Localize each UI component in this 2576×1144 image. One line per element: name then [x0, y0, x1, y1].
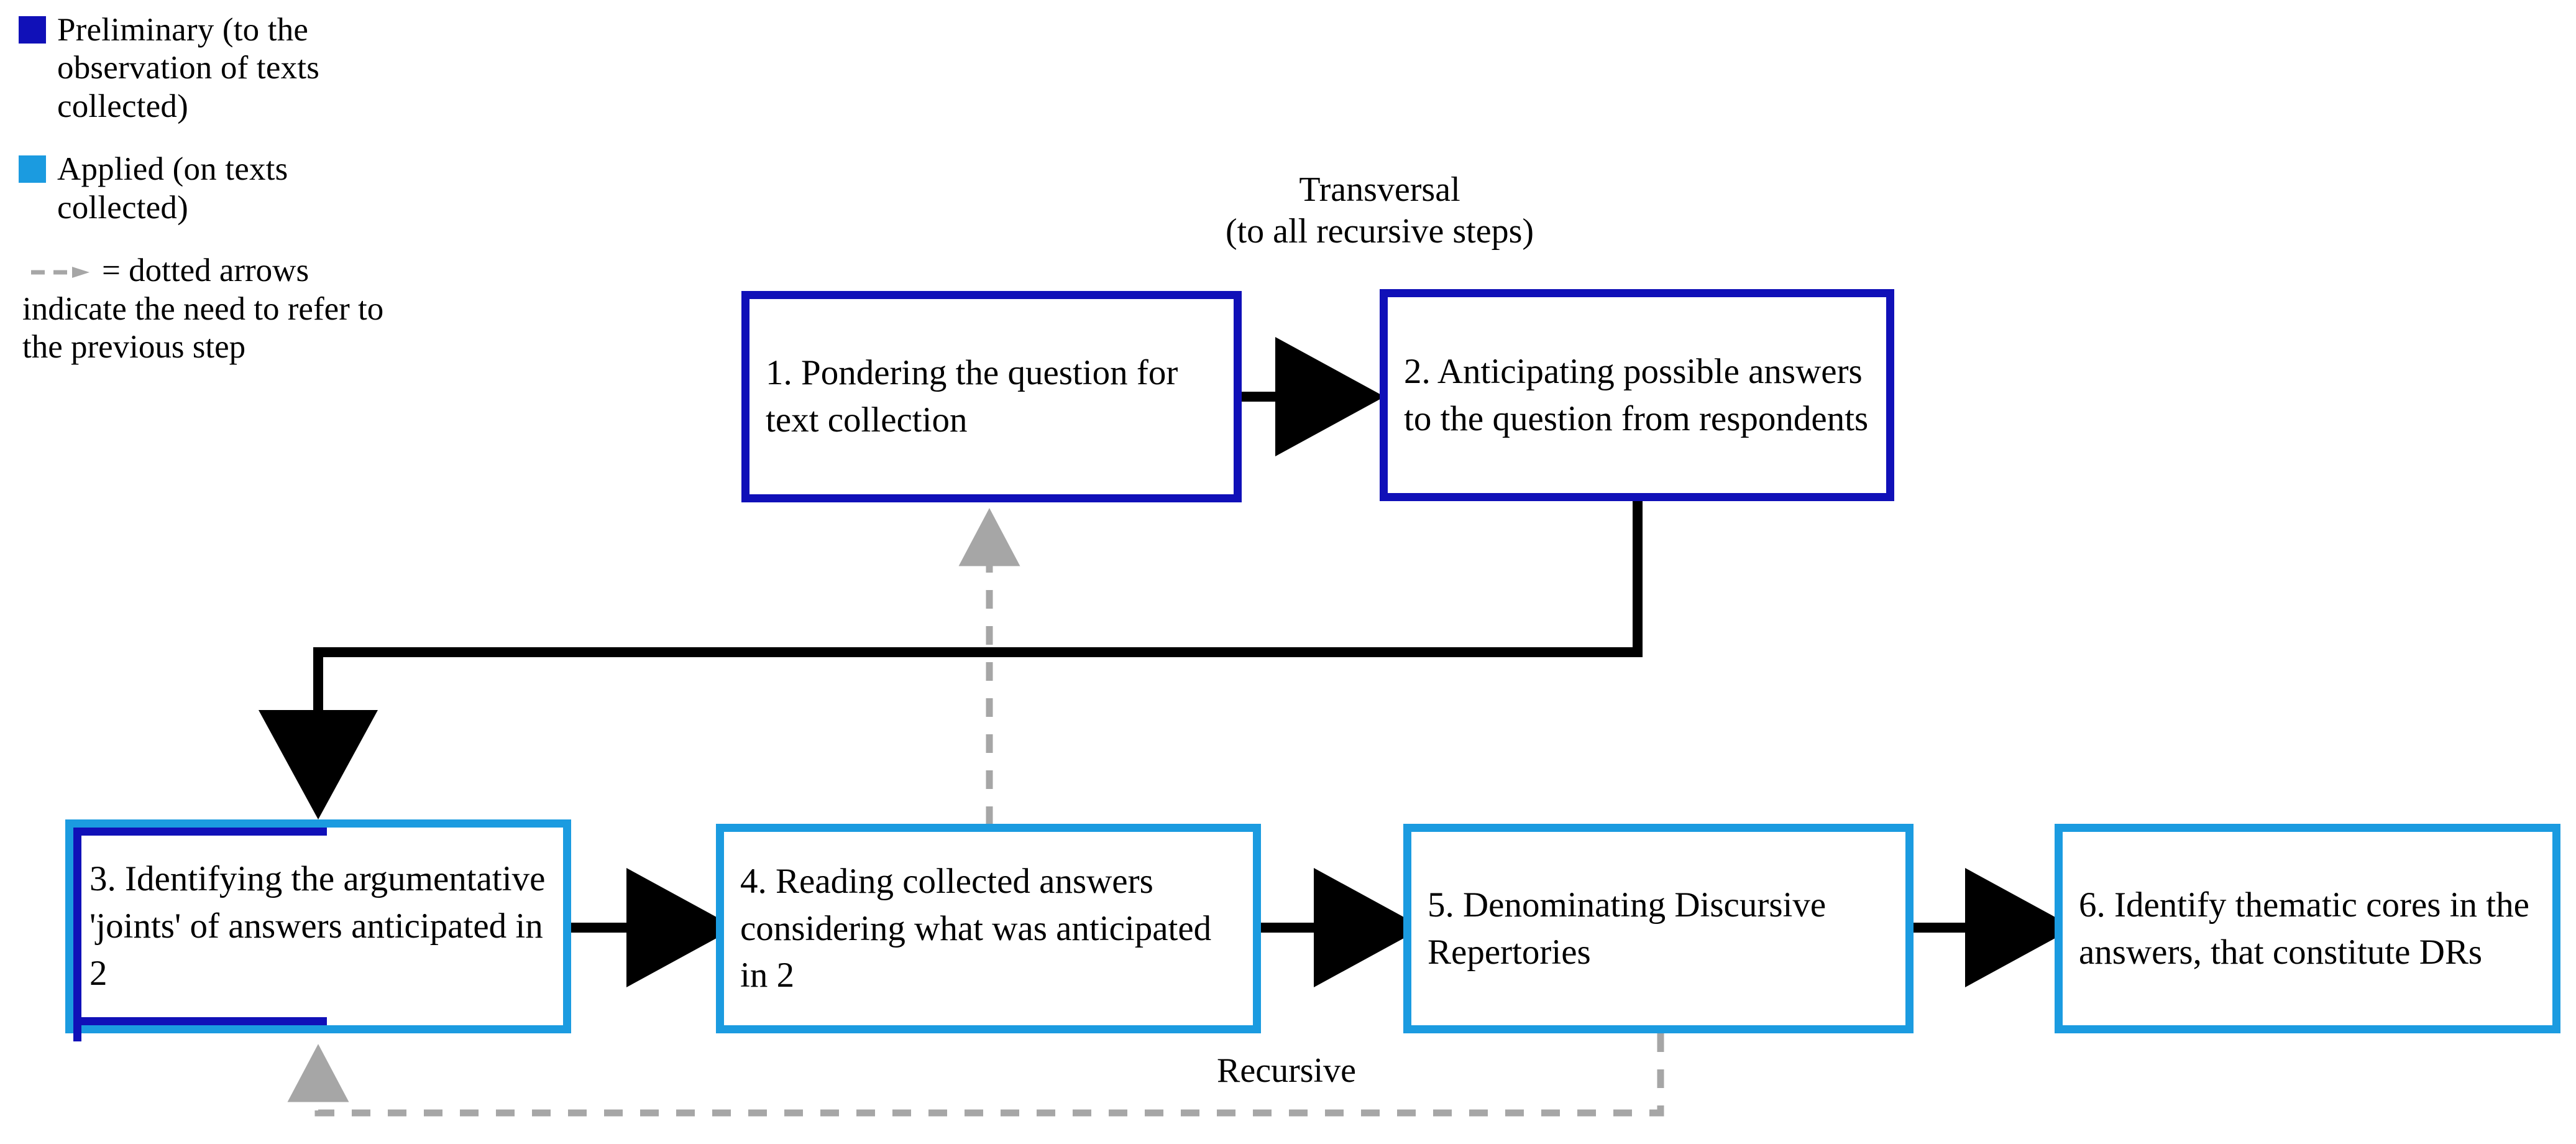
step-2-box[interactable]: 2. Anticipating possible answers to the … — [1380, 289, 1894, 501]
step-3-navy-top-border — [73, 828, 327, 836]
preliminary-swatch — [19, 16, 46, 44]
step-3-box[interactable]: 3. Identifying the argumentative 'joints… — [65, 819, 571, 1041]
step-6-box[interactable]: 6. Identify thematic cores in the answer… — [2055, 824, 2560, 1033]
edge-2-to-3 — [259, 501, 1643, 819]
legend-item-preliminary-label: Preliminary (to the observation of texts… — [57, 12, 320, 124]
step-5-label: 5. Denominating Discursive Repertories — [1428, 885, 1827, 972]
dotted-arrow-icon — [30, 265, 98, 282]
step-2-label: 2. Anticipating possible answers to the … — [1404, 351, 1869, 438]
recursive-label: Recursive — [1217, 1051, 1356, 1090]
step-3-navy-left-border — [73, 828, 81, 1041]
step-4-box[interactable]: 4. Reading collected answers considering… — [716, 824, 1261, 1033]
applied-swatch — [19, 155, 46, 183]
legend-item-preliminary: Preliminary (to the observation of texts… — [19, 11, 416, 126]
step-1-label: 1. Pondering the question for text colle… — [766, 353, 1178, 440]
legend-dotted-arrow-note: = dotted arrows indicate the need to ref… — [22, 252, 384, 366]
transversal-heading: Transversal (to all recursive steps) — [1069, 169, 1690, 252]
step-6-label: 6. Identify thematic cores in the answer… — [2079, 885, 2529, 972]
transversal-heading-line2: (to all recursive steps) — [1225, 211, 1534, 251]
step-4-label: 4. Reading collected answers considering… — [740, 861, 1212, 995]
step-3-navy-bottom-border — [73, 1017, 327, 1025]
legend: Preliminary (to the observation of texts… — [19, 11, 416, 367]
legend-item-applied-label: Applied (on texts collected) — [57, 151, 288, 226]
legend-item-applied: Applied (on texts collected) — [19, 150, 416, 227]
legend-item-dotted-arrow: = dotted arrows indicate the need to ref… — [19, 252, 416, 366]
step-3-label: 3. Identifying the argumentative 'joints… — [89, 859, 546, 993]
step-5-box[interactable]: 5. Denominating Discursive Repertories — [1403, 824, 1914, 1033]
transversal-heading-line1: Transversal — [1299, 170, 1460, 209]
step-1-box[interactable]: 1. Pondering the question for text colle… — [741, 291, 1242, 502]
